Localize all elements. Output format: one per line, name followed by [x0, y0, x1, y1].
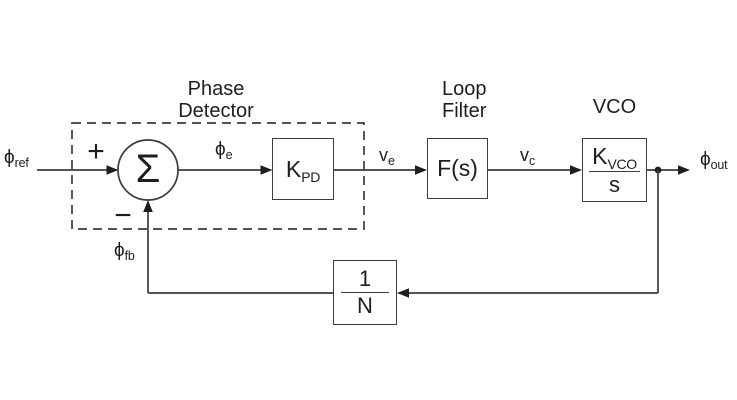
- loop-filter-title: Loop Filter: [442, 78, 487, 122]
- vco-fraction-numerator: KVCO: [589, 142, 640, 172]
- summer-sigma-symbol: Σ: [135, 146, 161, 191]
- v-c-sub: c: [529, 154, 536, 168]
- signal-label-phi-fb: ϕfb: [114, 240, 135, 262]
- loop-filter-block: F(s): [427, 138, 488, 199]
- vco-title: VCO: [592, 96, 637, 118]
- feedback-divider-block: 1 N: [333, 260, 397, 325]
- phi-out-sub: out: [710, 158, 728, 172]
- vco-transfer-fraction: KVCO s: [589, 142, 640, 197]
- vco-num-base: K: [592, 142, 608, 169]
- v-e-sub: e: [388, 154, 395, 168]
- phi-fb-sub: fb: [124, 249, 135, 263]
- signal-label-v-c: vc: [520, 144, 536, 168]
- arrowhead-into-kpd-icon: [260, 165, 273, 175]
- v-e-base: v: [379, 145, 388, 165]
- divider-fraction: 1 N: [341, 267, 389, 318]
- v-c-base: v: [520, 145, 529, 165]
- phi-e-base: ϕ: [215, 139, 226, 160]
- phi-fb-base: ϕ: [114, 240, 125, 261]
- summer-minus-sign: −: [114, 199, 132, 232]
- fs-label: F(s): [437, 155, 478, 181]
- signal-label-phi-out: ϕout: [700, 149, 728, 172]
- phase-detector-title: Phase Detector: [152, 78, 280, 122]
- vco-fraction-denominator: s: [608, 171, 620, 197]
- phi-e-sub: e: [225, 148, 233, 162]
- phi-out-base: ϕ: [700, 149, 711, 170]
- phase-detector-gain-block: KPD: [272, 138, 334, 200]
- phase-detector-title-line2: Detector: [178, 100, 254, 122]
- divider-numerator: 1: [341, 267, 389, 293]
- loop-filter-title-line2: Filter: [442, 100, 487, 122]
- arrowhead-into-loop-filter-icon: [415, 165, 427, 175]
- loop-filter-title-line1: Loop: [442, 78, 487, 100]
- vco-num-sub: VCO: [607, 155, 637, 172]
- arrowhead-into-divider-icon: [397, 288, 409, 298]
- arrowhead-output-icon: [678, 165, 690, 175]
- kpd-label: KPD: [285, 155, 321, 185]
- phi-ref-base: ϕ: [4, 147, 15, 168]
- phi-ref-sub: ref: [14, 156, 29, 170]
- arrowhead-feedback-into-summer-icon: [143, 200, 153, 212]
- signal-label-phi-ref: ϕref: [4, 147, 29, 169]
- arrowhead-into-vco-icon: [570, 165, 582, 175]
- vco-block: KVCO s: [582, 138, 647, 202]
- phase-detector-title-line1: Phase: [187, 78, 245, 100]
- signal-label-v-e: ve: [379, 144, 395, 168]
- phase-detector-dashed-box: [71, 122, 365, 230]
- divider-denominator: N: [357, 293, 373, 318]
- arrowhead-into-summer-icon: [106, 165, 119, 175]
- kpd-label-sub: PD: [301, 168, 321, 185]
- signal-label-phi-e: ϕe: [215, 139, 233, 162]
- summer-plus-sign: +: [87, 135, 105, 168]
- kpd-label-base: K: [285, 155, 302, 182]
